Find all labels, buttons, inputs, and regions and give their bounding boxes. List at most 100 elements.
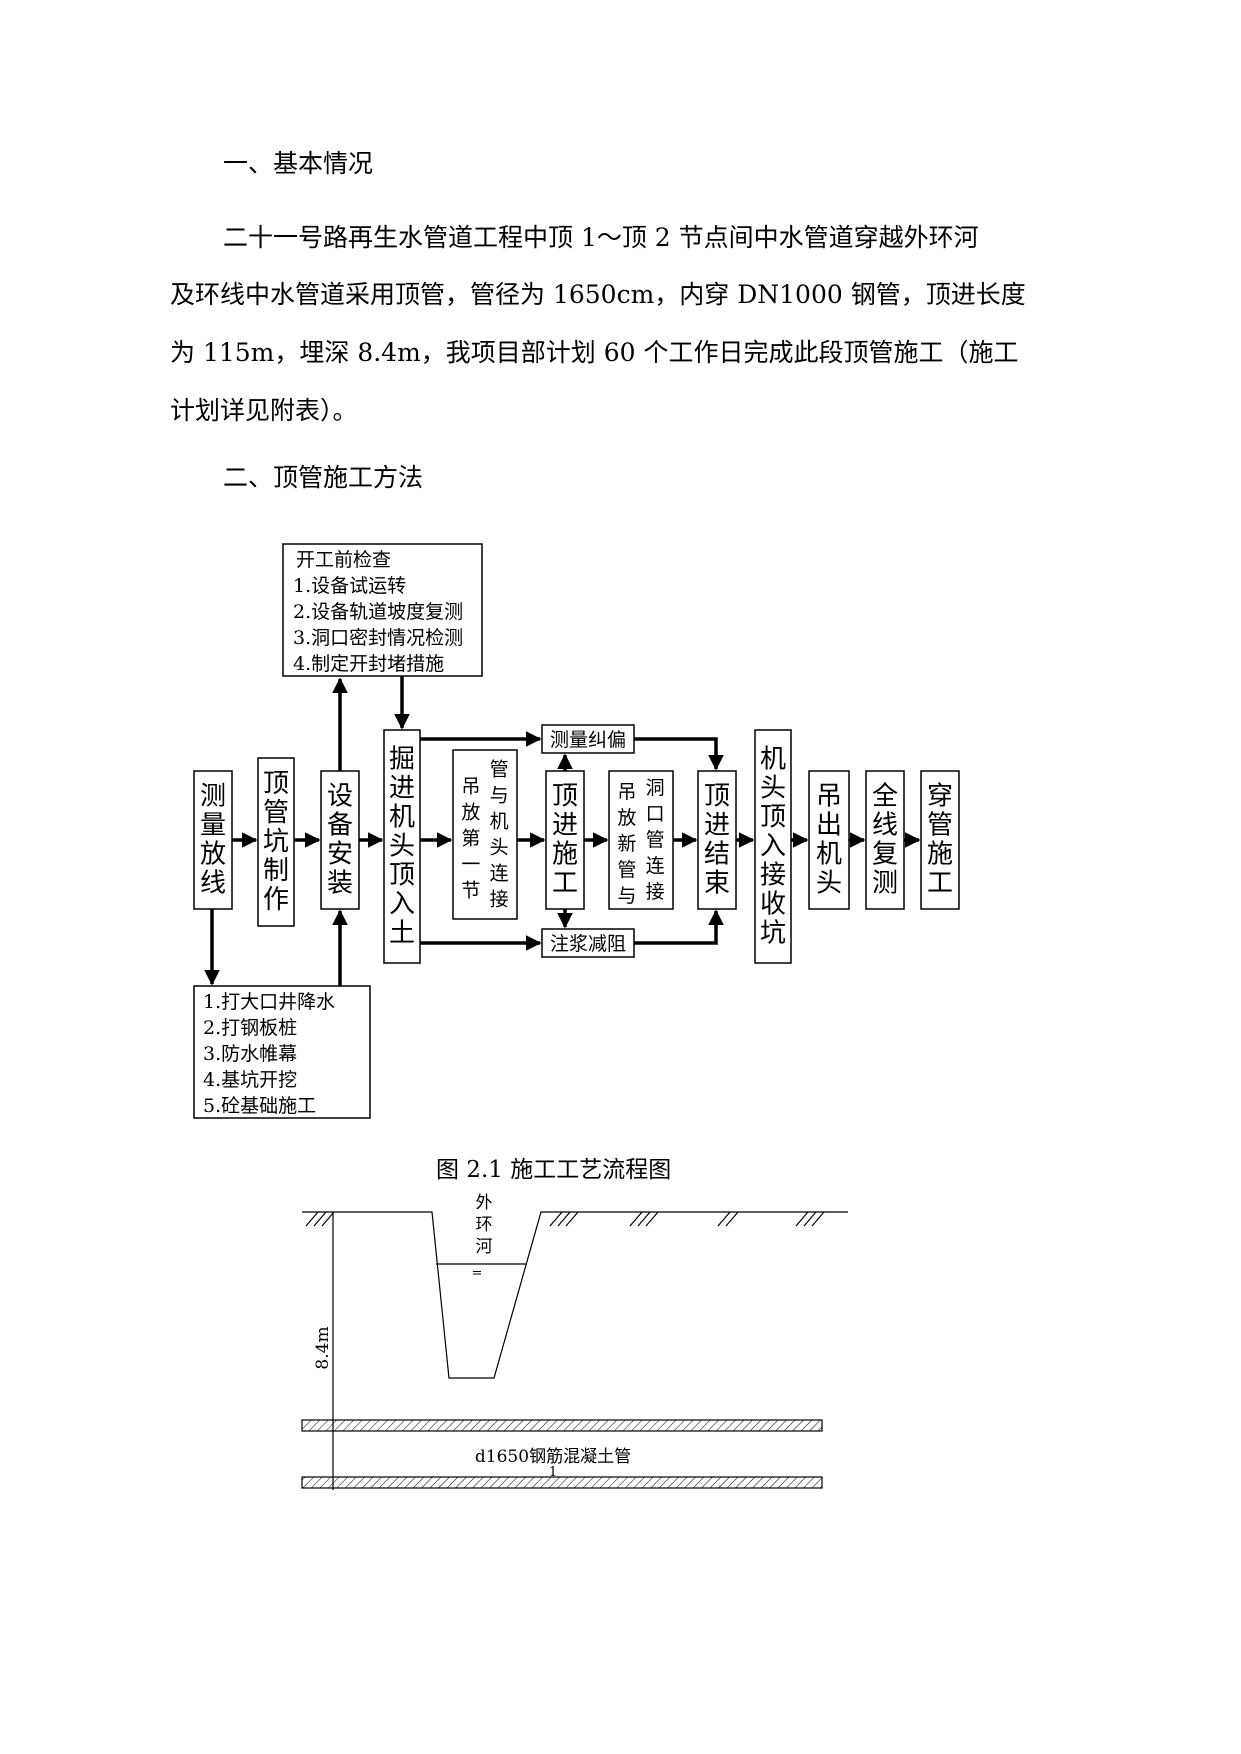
step-label-char: 设 bbox=[327, 782, 353, 812]
step-label-char: 头 bbox=[389, 832, 415, 862]
step-label-char: 机 bbox=[760, 745, 786, 775]
prep-box-line: 2.打钢板桩 bbox=[203, 1017, 297, 1039]
step-label-char: 工 bbox=[927, 869, 953, 899]
step-label-char: 放 bbox=[461, 802, 480, 824]
water-mark: = bbox=[472, 1266, 483, 1281]
step-label-char: 装 bbox=[327, 869, 353, 899]
step-label-char: 连 bbox=[490, 863, 509, 885]
step-label-char: 备 bbox=[327, 811, 353, 841]
prep-box-line: 3.防水帷幕 bbox=[203, 1043, 297, 1065]
paragraph-line-1: 二十一号路再生水管道工程中顶 1～顶 2 节点间中水管道穿越外环河 bbox=[223, 223, 979, 252]
step-label-char: 制 bbox=[263, 856, 289, 886]
prep-box bbox=[193, 985, 371, 1119]
step-label-char: 第 bbox=[461, 828, 480, 850]
step-label-char: 量 bbox=[200, 811, 226, 841]
river-label-char: 外 bbox=[476, 1193, 493, 1213]
step-label-char: 放 bbox=[200, 840, 226, 870]
step-label-char: 全 bbox=[872, 782, 898, 812]
check-box-line: 1.设备试运转 bbox=[293, 575, 406, 597]
step-label-char: 管 bbox=[617, 859, 636, 881]
step-label-char: 头 bbox=[490, 837, 509, 859]
step-box-s12 bbox=[920, 770, 960, 910]
check-box-line: 开工前检查 bbox=[296, 549, 391, 571]
step-label-char: 束 bbox=[704, 869, 730, 899]
step-label-char: 管 bbox=[263, 798, 289, 828]
ground-hatch-marks bbox=[305, 1211, 825, 1227]
step-label-char: 结 bbox=[704, 840, 730, 870]
step-label-char: 放 bbox=[617, 807, 636, 829]
step-label-char: 接 bbox=[646, 881, 665, 903]
step-label-char: 吊 bbox=[617, 781, 636, 803]
step-label-char: 施 bbox=[927, 840, 953, 870]
pipe-top-wall bbox=[301, 1419, 823, 1432]
figure-caption: 图 2.1 施工工艺流程图 bbox=[436, 1157, 672, 1183]
step-label-char: 土 bbox=[389, 919, 415, 949]
step-label-char: 工 bbox=[552, 869, 578, 899]
step-label-char: 进 bbox=[552, 811, 578, 841]
step-label-char: 机 bbox=[816, 840, 842, 870]
step-label-char: 线 bbox=[200, 869, 226, 899]
grouting-label: 注浆减阻 bbox=[550, 933, 626, 955]
paragraph-line-3: 为 115m，埋深 8.4m，我项目部计划 60 个工作日完成此段顶管施工（施工 bbox=[170, 338, 1019, 367]
step-box-s5 bbox=[452, 749, 518, 920]
check-box-line: 4.制定开封堵措施 bbox=[293, 653, 444, 675]
step-label-char: 顶 bbox=[552, 782, 578, 812]
step-label-char: 进 bbox=[389, 774, 415, 804]
step-label-char: 入 bbox=[389, 890, 415, 920]
process-flowchart: 开工前检查 1.设备试运转 2.设备轨道坡度复测 3.洞口密封情况检测 4.制定… bbox=[193, 543, 960, 1119]
step-label-char: 连 bbox=[646, 855, 665, 877]
paragraph-line-2: 及环线中水管道采用顶管，管径为 1650cm，内穿 DN1000 钢管，顶进长度 bbox=[170, 280, 1026, 309]
step-label-char: 安 bbox=[327, 840, 353, 870]
step-label-char: 管 bbox=[646, 829, 665, 851]
step-box-s9 bbox=[754, 729, 792, 964]
step-label-char: 接 bbox=[760, 861, 786, 891]
step-label-char: 穿 bbox=[927, 782, 953, 812]
heading-basic: 一、基本情况 bbox=[223, 149, 374, 178]
step-label-char: 坑 bbox=[263, 827, 289, 857]
pipe-bottom-wall bbox=[301, 1476, 823, 1489]
step-label-char: 接 bbox=[490, 889, 509, 911]
step-label-char: 入 bbox=[760, 832, 786, 862]
step-label-char: 管 bbox=[490, 759, 509, 781]
step-label-char: 测 bbox=[872, 869, 898, 899]
arrow-survey-to-s8 bbox=[634, 737, 724, 771]
step-label-char: 头 bbox=[816, 869, 842, 899]
step-label-char: 测 bbox=[200, 782, 226, 812]
step-label-char: 机 bbox=[389, 803, 415, 833]
step-label-char: 进 bbox=[704, 811, 730, 841]
ground-line bbox=[302, 1211, 848, 1379]
step-label-char: 坑 bbox=[760, 919, 786, 949]
prep-box-line: 1.打大口井降水 bbox=[203, 991, 335, 1013]
step-label-char: 收 bbox=[760, 890, 786, 920]
step-label-char: 新 bbox=[617, 833, 636, 855]
step-label-char: 与 bbox=[617, 885, 636, 907]
prep-box-line: 4.基坑开挖 bbox=[203, 1069, 297, 1091]
pipe-mark: 1 bbox=[549, 1465, 557, 1480]
step-label-char: 与 bbox=[490, 785, 509, 807]
step-label-char: 节 bbox=[461, 880, 480, 902]
step-label-char: 掘 bbox=[389, 745, 415, 775]
step-label-char: 作 bbox=[263, 885, 289, 915]
check-box-line: 2.设备轨道坡度复测 bbox=[293, 601, 463, 623]
step-label-char: 顶 bbox=[389, 861, 415, 891]
step-label-char: 头 bbox=[760, 774, 786, 804]
arrow-grouting-to-s8 bbox=[634, 909, 724, 945]
depth-label: 8.4m bbox=[313, 1326, 333, 1369]
river-label-char: 河 bbox=[476, 1237, 493, 1257]
step-label-char: 线 bbox=[872, 811, 898, 841]
step-label-char: 顶 bbox=[263, 769, 289, 799]
step-label-char: 一 bbox=[461, 854, 480, 876]
paragraph-line-4: 计划详见附表）。 bbox=[170, 396, 358, 425]
heading-method: 二、顶管施工方法 bbox=[223, 463, 424, 492]
step-label-char: 出 bbox=[816, 811, 842, 841]
step-label-char: 吊 bbox=[816, 782, 842, 812]
step-label-char: 顶 bbox=[704, 782, 730, 812]
step-box-s2 bbox=[257, 757, 295, 927]
step-label-char: 洞 bbox=[646, 777, 665, 799]
step-label-char: 施 bbox=[552, 840, 578, 870]
step-label-char: 吊 bbox=[461, 776, 480, 798]
survey-correct-label: 测量纠偏 bbox=[550, 729, 626, 751]
step-label-char: 管 bbox=[927, 811, 953, 841]
check-box bbox=[282, 543, 483, 677]
step-label-char: 顶 bbox=[760, 803, 786, 833]
